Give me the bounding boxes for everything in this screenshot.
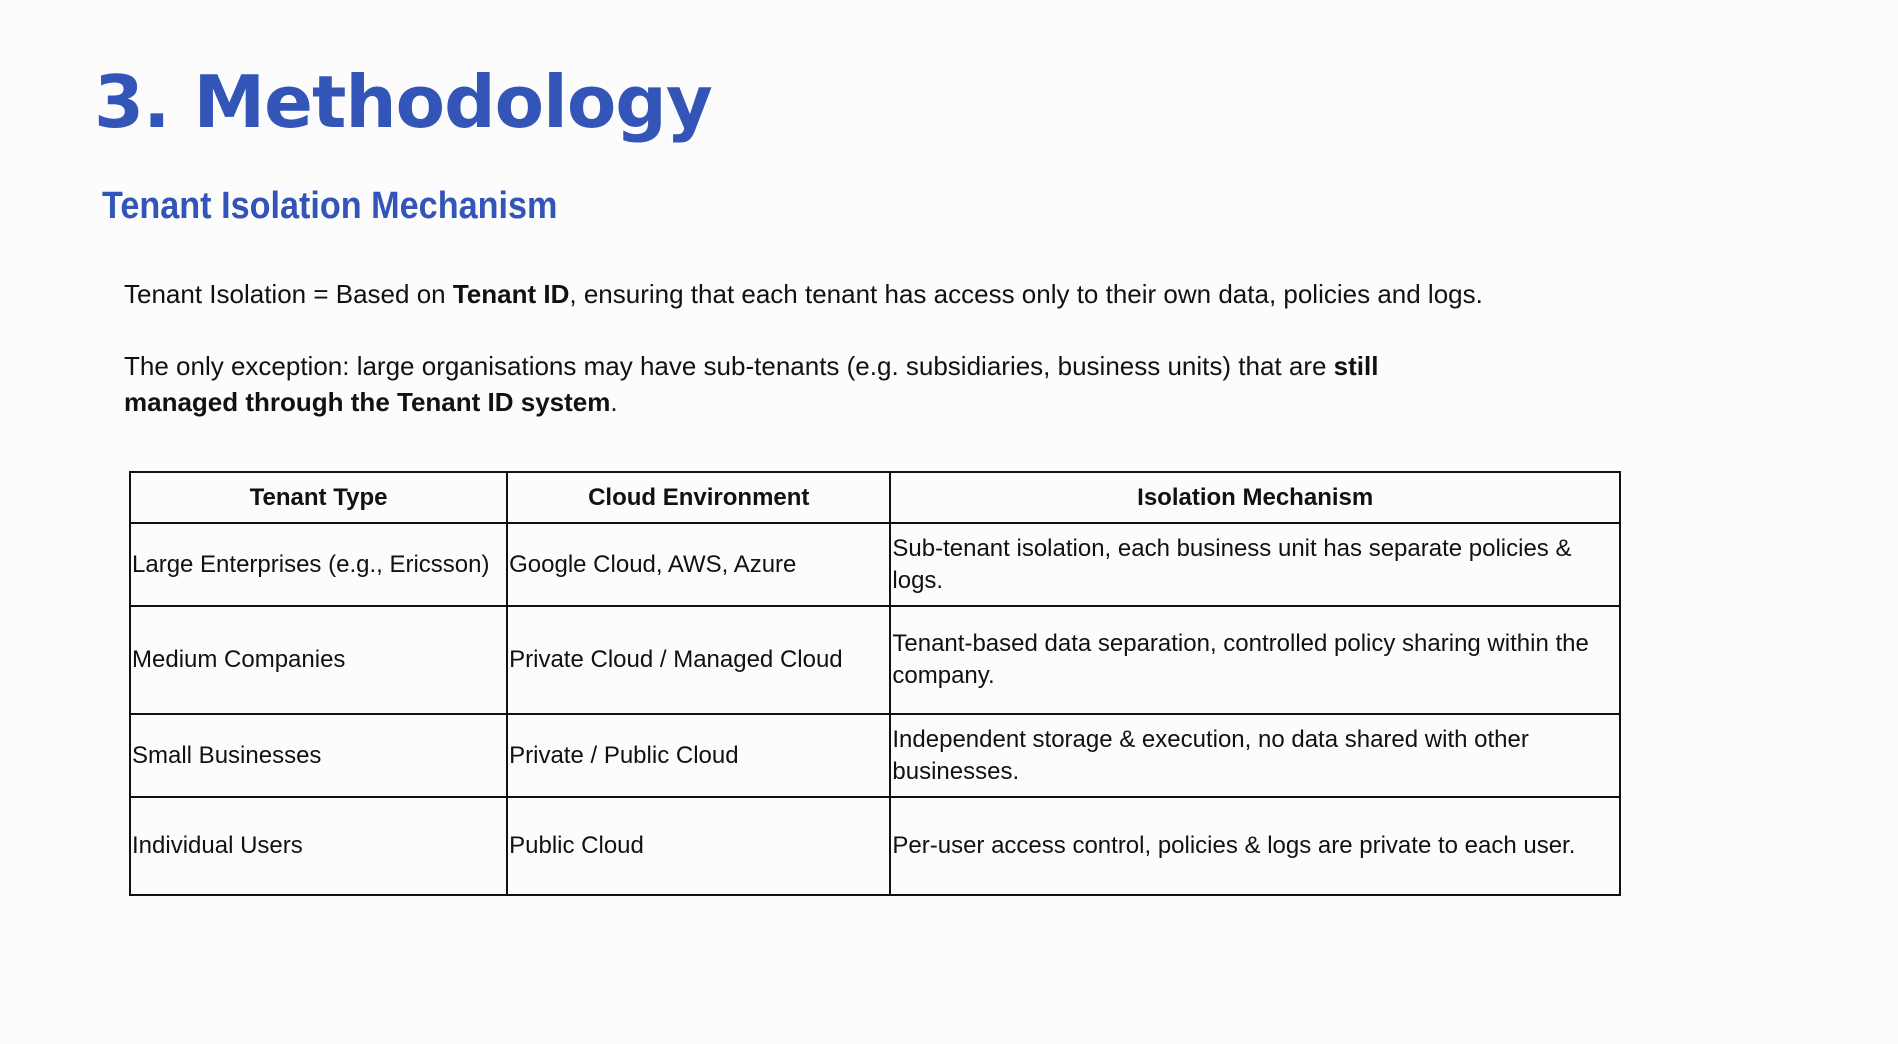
paragraph-bold-text: still managed through the Tenant ID syst… — [124, 351, 1379, 417]
exception-paragraph: The only exception: large organisations … — [124, 348, 1444, 420]
table-header-row: Tenant Type Cloud Environment Isolation … — [128, 471, 1621, 524]
isolation-mechanism-cell: Tenant-based data separation, controlled… — [889, 605, 1621, 715]
column-header-tenant-type: Tenant Type — [128, 471, 509, 524]
paragraph-text: , ensuring that each tenant has access o… — [569, 279, 1483, 309]
isolation-mechanism-cell: Per-user access control, policies & logs… — [889, 796, 1621, 896]
slide-title: 3. Methodology — [94, 60, 713, 144]
tenant-type-cell: Individual Users — [128, 796, 509, 896]
paragraph-text: The only exception: large organisations … — [124, 351, 1334, 381]
paragraph-bold-text: Tenant ID — [452, 279, 570, 309]
paragraph-text: . — [610, 387, 618, 417]
cloud-environment-cell: Private Cloud / Managed Cloud — [506, 605, 892, 715]
isolation-mechanism-cell: Independent storage & execution, no data… — [889, 713, 1621, 798]
tenant-isolation-table: Tenant Type Cloud Environment Isolation … — [128, 471, 1621, 896]
isolation-mechanism-cell: Sub-tenant isolation, each business unit… — [889, 522, 1621, 607]
cloud-environment-cell: Private / Public Cloud — [506, 713, 892, 798]
cloud-environment-cell: Google Cloud, AWS, Azure — [506, 522, 892, 607]
tenant-type-cell: Medium Companies — [128, 605, 509, 715]
table-row: Individual Users Public Cloud Per-user a… — [128, 796, 1621, 896]
paragraph-text: Tenant Isolation = Based on — [124, 279, 453, 309]
table-row: Large Enterprises (e.g., Ericsson) Googl… — [128, 522, 1621, 607]
cloud-environment-cell: Public Cloud — [506, 796, 892, 896]
column-header-cloud-environment: Cloud Environment — [506, 471, 892, 524]
table-row: Small Businesses Private / Public Cloud … — [128, 713, 1621, 798]
table-row: Medium Companies Private Cloud / Managed… — [128, 605, 1621, 715]
column-header-isolation-mechanism: Isolation Mechanism — [889, 471, 1621, 524]
section-subtitle: Tenant Isolation Mechanism — [102, 185, 558, 227]
tenant-type-cell: Large Enterprises (e.g., Ericsson) — [128, 522, 509, 607]
tenant-type-cell: Small Businesses — [128, 713, 509, 798]
isolation-definition-paragraph: Tenant Isolation = Based on Tenant ID, e… — [124, 276, 1724, 312]
